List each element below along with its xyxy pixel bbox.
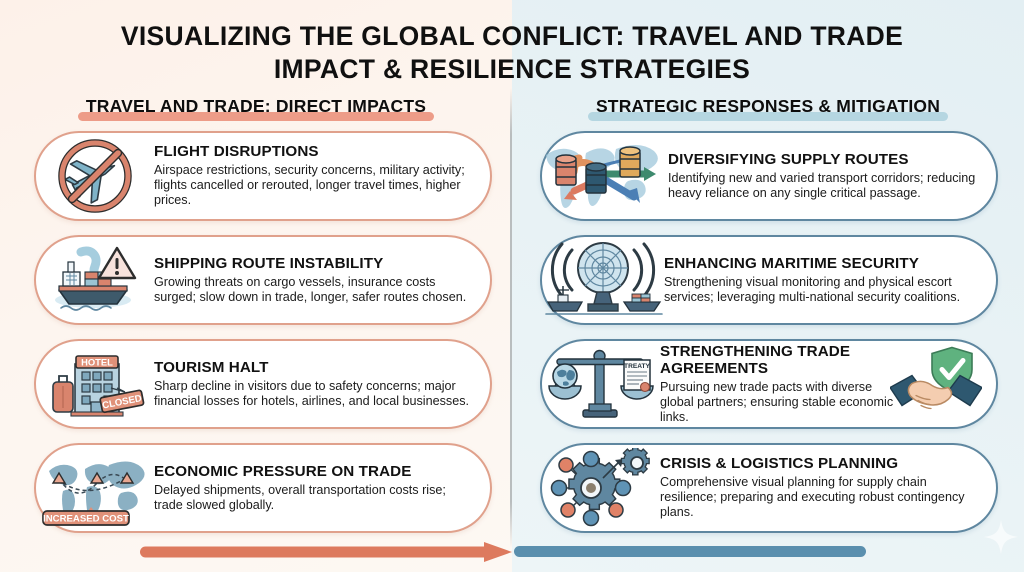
card-description: Sharp decline in visitors due to safety … <box>154 378 470 408</box>
card-crisis-logistics-planning[interactable]: CRISIS & LOGISTICS PLANNING Comprehensiv… <box>540 443 998 533</box>
column-divider <box>510 88 512 548</box>
card-strengthening-trade-agreements[interactable]: TREATY STRENGTHENING TRADE AGREEMENTS Pu… <box>540 339 998 429</box>
continuation-bar <box>514 546 866 557</box>
left-heading-underline <box>77 112 435 121</box>
closed-hotel-icon: HOTEL CLOSED <box>36 344 154 424</box>
card-text-block: ECONOMIC PRESSURE ON TRADE Delayed shipm… <box>154 463 490 513</box>
card-title: FLIGHT DISRUPTIONS <box>154 143 319 161</box>
left-section-heading-label: TRAVEL AND TRADE: DIRECT IMPACTS <box>77 96 435 121</box>
card-flight-disruptions[interactable]: FLIGHT DISRUPTIONS Airspace restrictions… <box>34 131 492 221</box>
card-description: Strengthening visual monitoring and phys… <box>664 274 961 304</box>
svg-text:TREATY: TREATY <box>624 363 650 370</box>
svg-text:INCREASED COST: INCREASED COST <box>43 514 129 525</box>
card-description: Pursuing new trade pacts with diverse gl… <box>660 379 894 425</box>
world-map-increased-cost-icon: INCREASED COST <box>36 448 154 528</box>
card-text-block: TOURISM HALT Sharp decline in visitors d… <box>154 359 490 409</box>
card-description: Delayed shipments, overall transportatio… <box>154 482 446 512</box>
card-text-block: CRISIS & LOGISTICS PLANNING Comprehensiv… <box>660 455 996 520</box>
card-description: Comprehensive visual planning for supply… <box>660 474 965 520</box>
card-description: Airspace restrictions, security concerns… <box>154 162 465 208</box>
progress-arrow-right <box>140 542 512 562</box>
left-section-heading: TRAVEL AND TRADE: DIRECT IMPACTS <box>30 96 482 121</box>
card-title: DIVERSIFYING SUPPLY ROUTES <box>668 151 909 169</box>
card-enhancing-maritime-security[interactable]: ENHANCING MARITIME SECURITY Strengthenin… <box>540 235 998 325</box>
card-title: STRENGTHENING TRADE AGREEMENTS <box>660 342 851 378</box>
card-title: ENHANCING MARITIME SECURITY <box>664 255 919 273</box>
card-text-block: SHIPPING ROUTE INSTABILITY Growing threa… <box>154 255 490 305</box>
page-title-line-1: VISUALIZING THE GLOBAL CONFLICT: TRAVEL … <box>120 21 904 51</box>
card-diversifying-supply-routes[interactable]: DIVERSIFYING SUPPLY ROUTES Identifying n… <box>540 131 998 221</box>
radar-maritime-icon <box>542 240 664 320</box>
card-shipping-route-instability[interactable]: SHIPPING ROUTE INSTABILITY Growing threa… <box>34 235 492 325</box>
scales-treaty-icon: TREATY <box>542 344 660 424</box>
supply-routes-map-icon <box>542 136 668 216</box>
card-text-block: STRENGTHENING TRADE AGREEMENTS Pursuing … <box>660 343 996 426</box>
right-card-column: DIVERSIFYING SUPPLY ROUTES Identifying n… <box>540 131 998 547</box>
sparkle-icon <box>984 520 1018 554</box>
card-description: Identifying new and varied transport cor… <box>668 170 976 200</box>
no-flight-icon <box>36 136 154 216</box>
cargo-ship-warning-icon <box>36 240 154 320</box>
left-card-column: FLIGHT DISRUPTIONS Airspace restrictions… <box>34 131 492 547</box>
card-title: ECONOMIC PRESSURE ON TRADE <box>154 463 412 481</box>
gear-network-icon <box>542 448 660 528</box>
card-title: TOURISM HALT <box>154 359 269 377</box>
page-title: VISUALIZING THE GLOBAL CONFLICT: TRAVEL … <box>0 20 1024 86</box>
handshake-shield-icon <box>888 344 984 425</box>
right-section-heading-label: STRATEGIC RESPONSES & MITIGATION <box>587 96 949 121</box>
card-text-block: FLIGHT DISRUPTIONS Airspace restrictions… <box>154 143 490 208</box>
card-economic-pressure-on-trade[interactable]: INCREASED COST ECONOMIC PRESSURE ON TRAD… <box>34 443 492 533</box>
right-heading-underline <box>587 112 949 121</box>
card-description: Growing threats on cargo vessels, insura… <box>154 274 467 304</box>
card-title: SHIPPING ROUTE INSTABILITY <box>154 255 384 273</box>
card-tourism-halt[interactable]: HOTEL CLOSED TOURISM HALT Sharp decline … <box>34 339 492 429</box>
card-text-block: ENHANCING MARITIME SECURITY Strengthenin… <box>664 255 996 305</box>
page-title-line-2: IMPACT & RESILIENCE STRATEGIES <box>273 54 751 84</box>
right-section-heading: STRATEGIC RESPONSES & MITIGATION <box>542 96 994 121</box>
svg-text:HOTEL: HOTEL <box>81 356 113 367</box>
card-title: CRISIS & LOGISTICS PLANNING <box>660 455 899 473</box>
card-text-block: DIVERSIFYING SUPPLY ROUTES Identifying n… <box>668 151 996 201</box>
